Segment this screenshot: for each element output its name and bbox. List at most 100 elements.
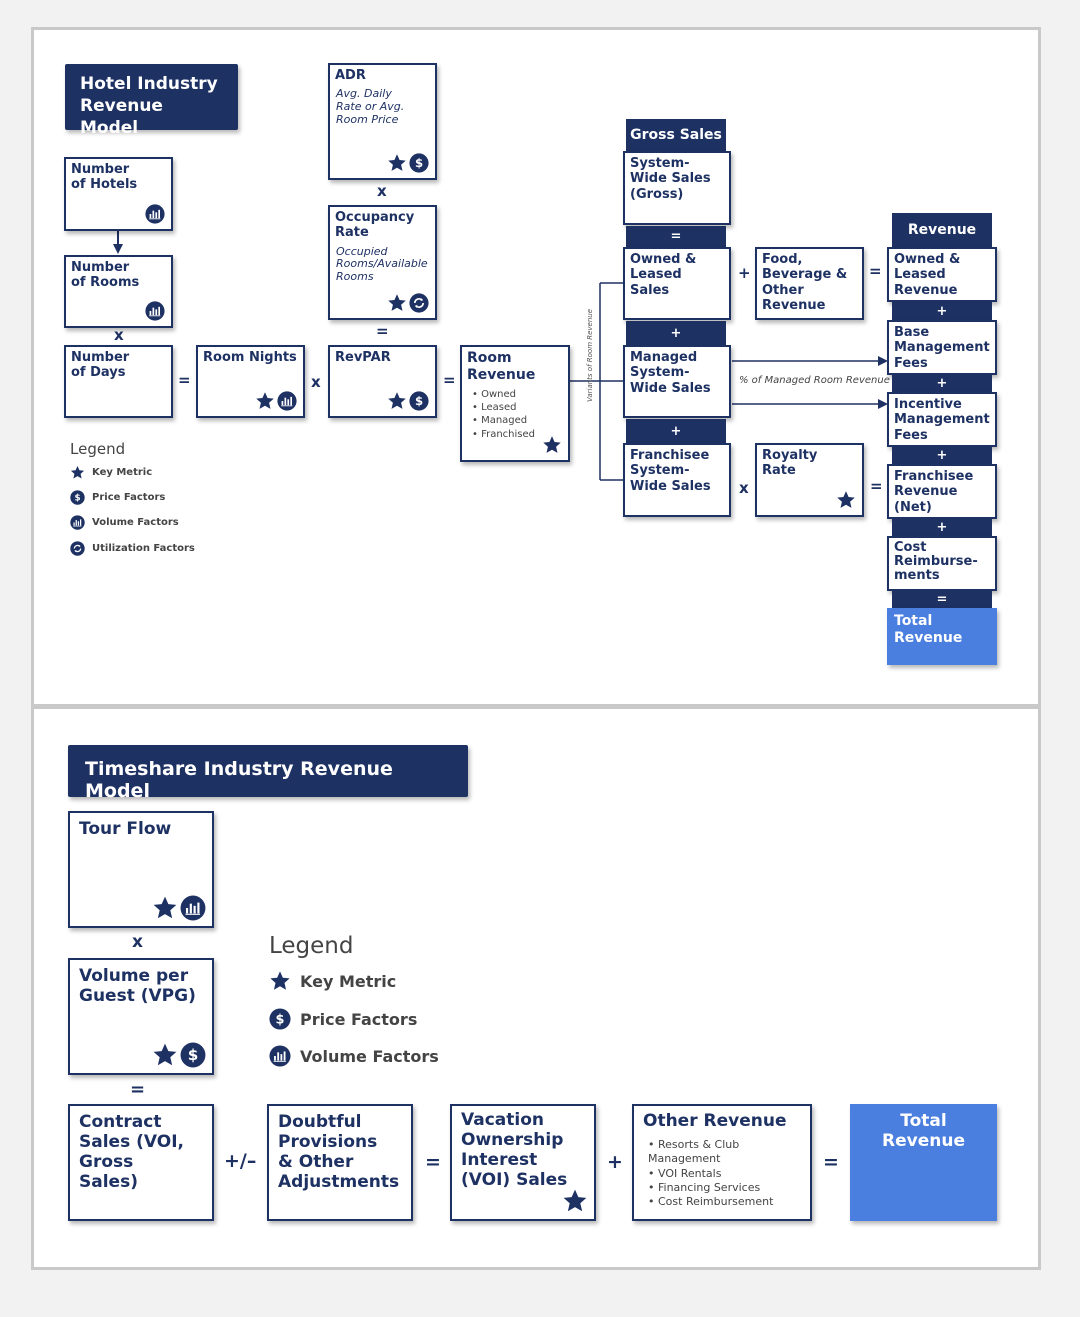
franchisee-sales-box: Franchisee System-Wide Sales	[623, 443, 731, 517]
tour-flow-label: Tour Flow	[79, 819, 172, 839]
plus-operator: +	[607, 1151, 623, 1173]
times-operator: x	[132, 932, 143, 952]
incentive-fees-label: Incentive Management Fees	[894, 397, 990, 443]
hotel-connectors	[113, 231, 888, 481]
doubtful-provisions-box: Doubtful Provisions & Other Adjustments	[267, 1104, 413, 1221]
system-wide-sales-label: System-Wide Sales (Gross)	[630, 156, 711, 202]
timeshare-legend-key: Key Metric	[269, 970, 396, 992]
star-icon	[269, 970, 291, 992]
hotel-legend-volume: Volume Factors	[70, 515, 179, 530]
timeshare-total-revenue-box: Total Revenue	[850, 1104, 997, 1221]
incentive-fees-box: Incentive Management Fees	[887, 392, 997, 447]
volume-icon	[145, 301, 165, 321]
list-item: • Resorts & Club Management	[648, 1138, 740, 1166]
list-item: • Leased	[472, 402, 517, 414]
owned-leased-sales-label: Owned & Leased Sales	[630, 252, 697, 298]
star-icon	[542, 435, 562, 455]
utilization-icon	[70, 541, 85, 556]
equals-operator: =	[870, 477, 883, 495]
hotel-legend-price: Price Factors	[70, 490, 165, 505]
other-revenue-list: • Resorts & Club Management • VOI Rental…	[634, 1136, 810, 1209]
base-fees-label: Base Management Fees	[894, 325, 990, 371]
number-of-rooms-box: Number of Rooms	[64, 255, 173, 328]
hotel-title-line1: Hotel Industry	[80, 74, 218, 94]
plus-bar: +	[626, 419, 726, 443]
number-of-hotels-label: Number of Hotels	[71, 162, 138, 193]
times-operator: x	[311, 373, 321, 391]
base-fees-box: Base Management Fees	[887, 320, 997, 375]
room-revenue-label: Room Revenue	[467, 350, 536, 383]
room-nights-label: Room Nights	[203, 350, 297, 365]
gross-sales-header: Gross Sales	[626, 119, 726, 151]
contract-sales-label: Contract Sales (VOI, Gross Sales)	[79, 1112, 184, 1193]
room-revenue-box: Room Revenue • Owned • Leased • Managed …	[460, 345, 570, 462]
star-icon	[836, 490, 856, 510]
volume-icon	[180, 895, 206, 921]
dollar-icon	[269, 1008, 291, 1030]
vpg-box: Volume per Guest (VPG)	[68, 958, 214, 1075]
food-beverage-box: Food, Beverage & Other Revenue	[755, 247, 864, 320]
owned-leased-revenue-label: Owned & Leased Revenue	[894, 252, 961, 298]
vpg-label: Volume per Guest (VPG)	[79, 966, 196, 1007]
owned-leased-sales-box: Owned & Leased Sales	[623, 247, 731, 320]
star-icon	[152, 895, 178, 921]
occupancy-rate-box: Occupancy Rate Occupied Rooms/Available …	[328, 205, 437, 320]
equals-bar: =	[892, 591, 992, 608]
list-item: • Cost Reimbursement	[648, 1195, 774, 1209]
hotel-title-line2: Revenue Model	[80, 96, 163, 139]
equals-bar: =	[626, 226, 726, 247]
timeshare-legend-title: Legend	[269, 933, 354, 959]
number-of-hotels-box: Number of Hotels	[64, 157, 173, 231]
franchisee-revenue-box: Franchisee Revenue (Net)	[887, 464, 997, 519]
plus-bar: +	[892, 447, 992, 464]
franchisee-sales-label: Franchisee System-Wide Sales	[630, 448, 711, 494]
royalty-rate-box: Royalty Rate	[755, 443, 864, 517]
star-icon	[152, 1042, 178, 1068]
star-icon	[387, 391, 407, 411]
plus-minus-operator: +/–	[224, 1150, 257, 1172]
occupancy-rate-description: Occupied Rooms/Available Rooms	[336, 244, 428, 283]
adr-label: ADR	[335, 68, 366, 83]
equals-operator: =	[376, 322, 389, 340]
times-operator: x	[114, 326, 124, 344]
adr-box: ADR Avg. Daily Rate or Avg. Room Price	[328, 63, 437, 180]
volume-icon	[70, 515, 85, 530]
contract-sales-box: Contract Sales (VOI, Gross Sales)	[68, 1104, 214, 1221]
food-beverage-label: Food, Beverage & Other Revenue	[762, 252, 848, 313]
timeshare-legend-price: Price Factors	[269, 1008, 417, 1030]
equals-operator: =	[178, 371, 191, 389]
other-revenue-label: Other Revenue	[643, 1111, 787, 1131]
list-item: • VOI Rentals	[648, 1166, 722, 1180]
voi-sales-label: Vacation Ownership Interest (VOI) Sales	[461, 1110, 568, 1190]
plus-bar: +	[626, 321, 726, 345]
plus-bar: +	[892, 375, 992, 392]
adr-description: Avg. Daily Rate or Avg. Room Price	[336, 87, 405, 126]
hotel-total-revenue-label: Total Revenue	[894, 613, 963, 646]
number-of-days-box: Number of Days	[64, 345, 173, 418]
star-icon	[70, 465, 85, 480]
number-of-days-label: Number of Days	[71, 350, 130, 381]
timeshare-title: Timeshare Industry Revenue Model	[68, 745, 468, 802]
star-icon	[387, 153, 407, 173]
managed-pct-label: % of Managed Room Revenue	[739, 375, 890, 386]
revpar-label: RevPAR	[335, 350, 391, 365]
managed-sales-label: Managed System-Wide Sales	[630, 350, 711, 396]
dollar-icon	[409, 391, 429, 411]
revpar-box: RevPAR	[328, 345, 437, 418]
room-nights-box: Room Nights	[196, 345, 305, 418]
hotel-title: Hotel Industry Revenue Model	[65, 64, 238, 138]
hotel-legend-utilization: Utilization Factors	[70, 541, 195, 556]
cost-reimbursements-label: Cost Reimburse-ments	[894, 540, 978, 584]
occupancy-rate-label: Occupancy Rate	[335, 210, 415, 241]
royalty-rate-label: Royalty Rate	[762, 448, 818, 479]
owned-leased-revenue-box: Owned & Leased Revenue	[887, 247, 997, 302]
utilization-icon	[409, 293, 429, 313]
system-wide-sales-box: System-Wide Sales (Gross)	[623, 151, 731, 225]
doubtful-provisions-label: Doubtful Provisions & Other Adjustments	[278, 1112, 400, 1193]
timeshare-total-revenue-label: Total Revenue	[882, 1111, 965, 1152]
plus-bar: +	[892, 519, 992, 536]
equals-operator: =	[425, 1151, 441, 1173]
timeshare-legend-volume: Volume Factors	[269, 1045, 439, 1067]
dollar-icon	[70, 490, 85, 505]
franchisee-revenue-label: Franchisee Revenue (Net)	[894, 469, 974, 515]
